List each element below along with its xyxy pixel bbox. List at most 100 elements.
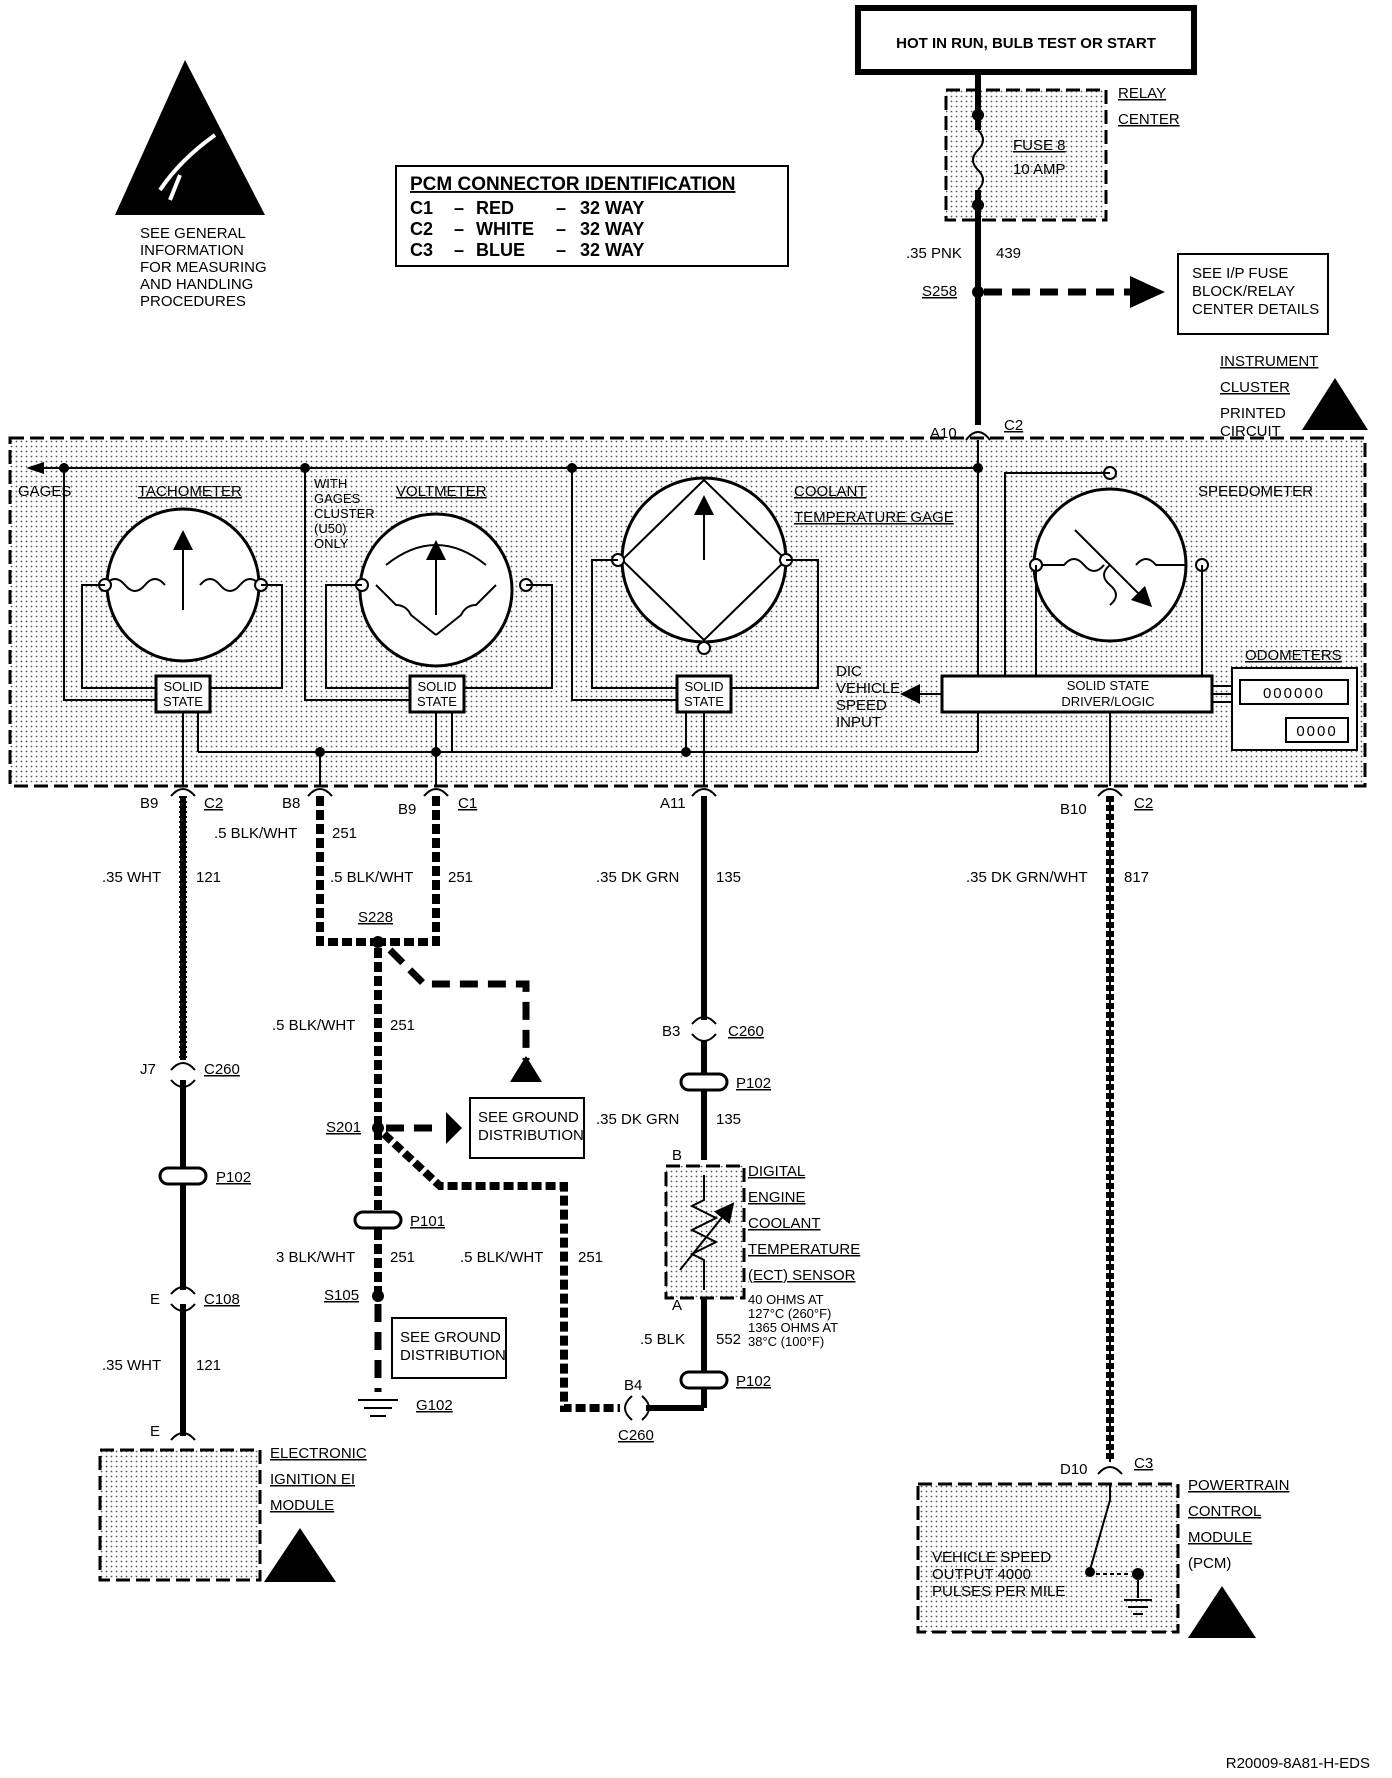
relay-center-label-2: CENTER — [1118, 111, 1180, 128]
ect-label-4: TEMPERATURE — [748, 1241, 860, 1258]
pin-b8: B8 — [282, 795, 300, 812]
conn-sym-3 — [423, 788, 449, 797]
pcm-esd-icon — [1188, 1586, 1256, 1638]
pin-c2-top: C2 — [1004, 417, 1023, 434]
ei-module-box — [98, 1448, 262, 1582]
pin-c2b: C2 — [1134, 795, 1153, 812]
pin-b9b: B9 — [398, 801, 416, 818]
wire-251e-ckt: 251 — [578, 1249, 603, 1266]
splice-s201-label: S201 — [326, 1119, 361, 1136]
cool-loop — [571, 468, 819, 701]
relay-center-label: RELAY — [1118, 85, 1166, 102]
volt-ss-1: SOLID — [417, 679, 456, 694]
pcm-switch-contact — [1132, 1568, 1144, 1580]
wire-251b-ckt: 251 — [448, 869, 473, 886]
footer-code: R20009-8A81-H-EDS — [1226, 1755, 1370, 1772]
s201-arrow — [446, 1112, 462, 1144]
conn-b3-sym — [691, 1016, 717, 1042]
s228-ground-arrow — [510, 1056, 542, 1082]
cluster-title-3: PRINTED — [1220, 405, 1286, 422]
speedometer-label: SPEEDOMETER — [1198, 483, 1313, 500]
dic-1: DIC — [836, 663, 862, 680]
tach-loop — [63, 468, 283, 701]
conn-p101: P101 — [410, 1213, 445, 1230]
wire-121-ckt: 121 — [196, 869, 221, 886]
conn-sym-4 — [691, 788, 717, 797]
see-ground-1: SEE GROUND — [478, 1109, 579, 1126]
wire-121b-ckt: 121 — [196, 1357, 221, 1374]
pcm-row-c1: C1 — [410, 198, 433, 218]
pcm-row-c1-way: 32 WAY — [580, 198, 644, 218]
see-ground-2: DISTRIBUTION — [478, 1127, 584, 1144]
p101-symbol — [353, 1210, 403, 1230]
tachometer-label: TACHOMETER — [138, 483, 242, 500]
wire-135-ckt: 135 — [716, 869, 741, 886]
gages-label: GAGES — [18, 483, 71, 500]
pcm-label-3: MODULE — [1188, 1529, 1252, 1546]
wire-251a-size: .5 BLK/WHT — [214, 825, 297, 842]
pin-e2: E — [150, 1423, 160, 1440]
vss-2: OUTPUT 4000 — [932, 1566, 1031, 1583]
pcm-row-c2-color: WHITE — [476, 219, 534, 239]
pin-c1: C1 — [458, 795, 477, 812]
conn-c108: C108 — [204, 1291, 240, 1308]
pcm-row-c3-dash2: – — [556, 240, 566, 260]
tachometer-coil — [104, 578, 261, 592]
pcm-row-c1-color: RED — [476, 198, 514, 218]
ect-spec-2: 127°C (260°F) — [748, 1306, 831, 1321]
wire-552-size: .5 BLK — [640, 1331, 685, 1348]
wire-251-left — [316, 796, 376, 946]
volt-ss-2: STATE — [417, 694, 457, 709]
p102a-symbol — [158, 1166, 208, 1186]
pin-a10: A10 — [930, 425, 957, 442]
dic-2: VEHICLE — [836, 680, 900, 697]
pcm-row-c3-dash: – — [454, 240, 464, 260]
s228-dashed — [387, 947, 530, 1060]
esd-note-5: PROCEDURES — [140, 293, 246, 310]
fuse-terminal-top — [972, 109, 984, 121]
wire-251-to-b4 — [381, 1131, 620, 1412]
wire-251-right — [380, 796, 440, 946]
odometer-1 — [1239, 679, 1349, 705]
vss-3: PULSES PER MILE — [932, 1583, 1065, 1600]
cluster-title-2: CLUSTER — [1220, 379, 1290, 396]
odometers-label: ODOMETERS — [1245, 647, 1342, 664]
esd-warning-icon — [115, 60, 265, 215]
hot-label: HOT IN RUN, BULB TEST OR START — [896, 35, 1156, 52]
pcm-row-c2: C2 — [410, 219, 433, 239]
splice-s228-label: S228 — [358, 909, 393, 926]
cool-ss-1: SOLID — [684, 679, 723, 694]
see-ground2-1: SEE GROUND — [400, 1329, 501, 1346]
pcm-id-box — [395, 165, 789, 267]
pcm-label-2: CONTROL — [1188, 1503, 1261, 1520]
pcm-ground-icon — [1124, 1580, 1152, 1615]
ect-resistor — [689, 1175, 719, 1290]
fuse-amp: 10 AMP — [1013, 161, 1066, 178]
pcm-row-c1-dash2: – — [556, 198, 566, 218]
wire-439-ckt: 439 — [996, 245, 1021, 262]
wire-135-size: .35 DK GRN — [596, 869, 679, 886]
esd-note-2: INFORMATION — [140, 242, 244, 259]
s258-arrow — [1130, 276, 1165, 308]
cool-term-b — [697, 641, 711, 655]
wire-251b-size: .5 BLK/WHT — [330, 869, 413, 886]
fuse-symbol — [972, 129, 984, 191]
wire-251c-size: .5 BLK/WHT — [272, 1017, 355, 1034]
pcm-row-c1-dash: – — [454, 198, 464, 218]
pin-e1: E — [150, 1291, 160, 1308]
wire-121b-size: .35 WHT — [102, 1357, 161, 1374]
see-details-2: BLOCK/RELAY — [1192, 283, 1295, 300]
pcm-row-c2-dash2: – — [556, 219, 566, 239]
conn-sym-5 — [1097, 788, 1123, 797]
with-gages-5: ONLY — [314, 536, 349, 551]
conn-p102a: P102 — [216, 1169, 251, 1186]
splice-s228 — [372, 936, 384, 948]
conn-p102c: P102 — [736, 1373, 771, 1390]
coolant-bridge — [620, 478, 788, 642]
cluster-title-1: INSTRUMENT — [1220, 353, 1318, 370]
wire-251e-size: .5 BLK/WHT — [460, 1249, 543, 1266]
ei-esd-icon — [264, 1528, 336, 1582]
speedometer-coil — [1034, 558, 1186, 606]
esd-note-3: FOR MEASURING — [140, 259, 267, 276]
